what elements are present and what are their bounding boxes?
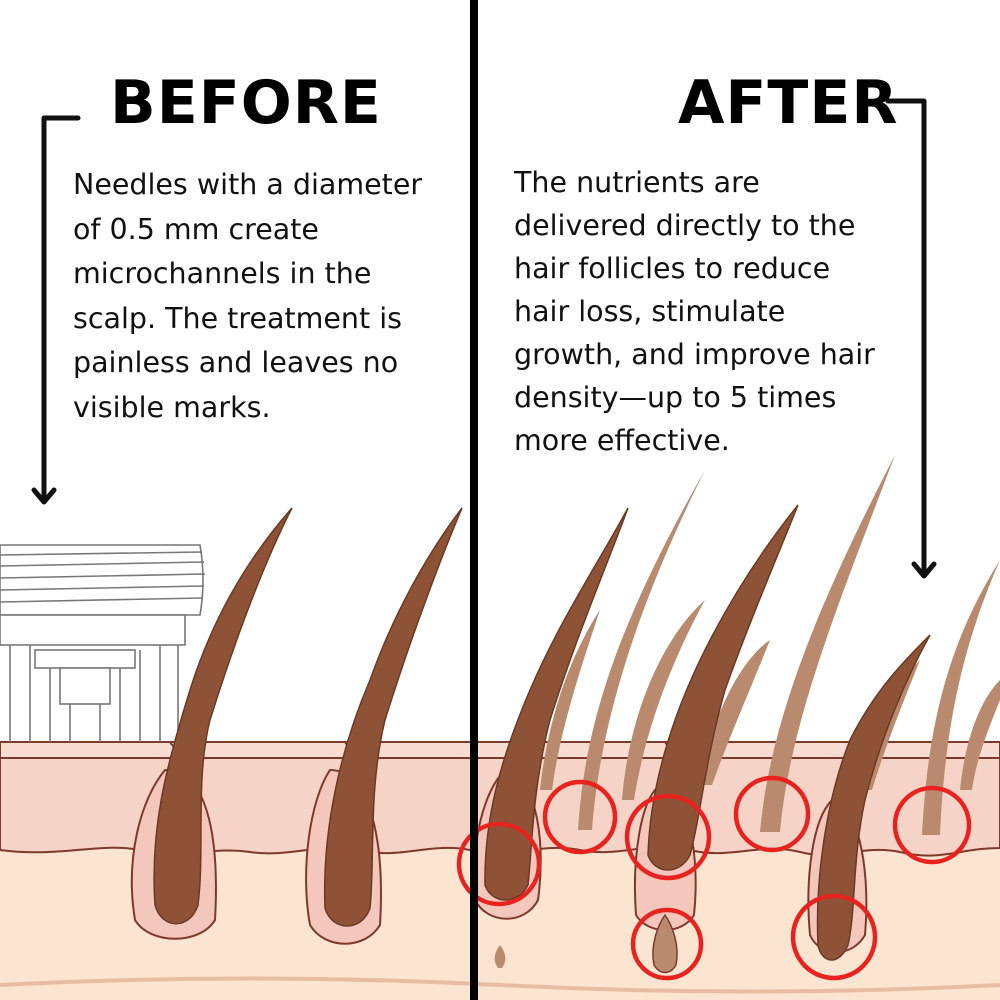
before-description-line: of 0.5 mm create [73,212,319,246]
after-description-line: more effective. [514,424,730,457]
nutrient-droplet [494,945,506,968]
after-description: The nutrients are delivered directly to … [514,161,875,462]
highlight-circle [733,775,811,853]
highlight-circle [630,907,704,981]
after-description-line: delivered directly to the [514,209,856,242]
after-description-line: growth, and improve hair [514,338,875,371]
new-follicle-bud [652,913,678,974]
after-follicle-1 [473,507,629,920]
after-follicle-3 [807,634,931,961]
epidermis-band [0,741,1000,759]
after-description-line: hair loss, stimulate [514,295,786,328]
before-heading: BEFORE [110,68,382,138]
highlight-circle [790,893,878,981]
before-description-line: painless and leaves no [73,346,399,379]
highlight-circle [624,793,712,881]
after-description-line: hair follicles to reduce [514,252,831,285]
before-description-line: microchannels in the [73,257,372,290]
after-description-line: The nutrients are [514,166,760,199]
bottom-fascia [0,976,1000,994]
before-description: Needles with a diameter of 0.5 mm create… [73,163,422,430]
before-description-line: visible marks. [73,390,271,424]
center-divider [470,0,478,1000]
after-description-line: density—up to 5 times [514,381,837,414]
highlight-circle [456,821,542,907]
highlight-circle [542,779,618,855]
after-follicle-2 [634,504,799,931]
before-description-line: scalp. The treatment is [73,301,402,335]
before-follicle-1 [130,507,293,940]
after-arrow [885,98,937,579]
before-description-line: Needles with a diameter [73,168,423,201]
highlight-circle [892,785,972,865]
highlight-circles [456,775,972,981]
after-heading: AFTER [678,68,899,138]
derma-roller-device [0,544,206,742]
before-arrow [31,115,81,505]
before-follicle-2 [305,507,463,945]
